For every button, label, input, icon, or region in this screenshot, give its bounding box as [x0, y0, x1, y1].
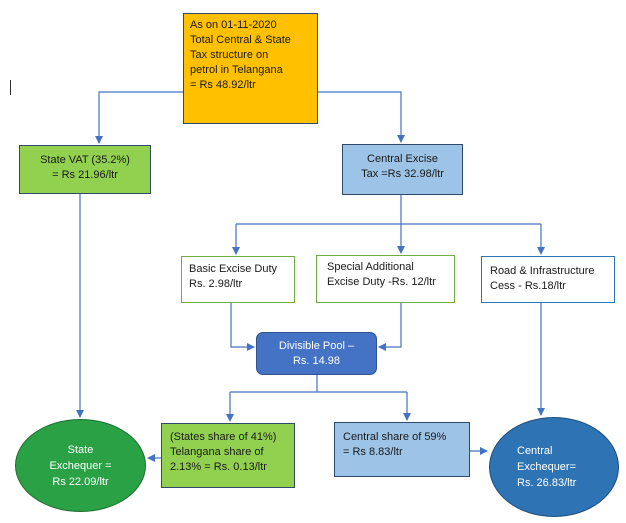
- central-excise-line: Central Excise: [367, 153, 438, 165]
- total-tax-line: Tax structure on: [190, 49, 269, 61]
- total-tax-line: As on 01-11-2020: [190, 19, 277, 31]
- basic-excise-duty-box: Basic Excise Duty Rs. 2.98/ltr: [181, 256, 295, 303]
- connector-top-to-excise: [318, 91, 405, 143]
- state-exchequer-line: Exchequer =: [49, 459, 112, 472]
- states-share-line: Telangana share of: [170, 446, 264, 458]
- central-excise-line: Tax =Rs 32.98/ltr: [361, 168, 444, 180]
- central-exchequer-line: Exchequer=: [517, 461, 577, 473]
- road-cess-line: Cess - Rs.18/ltr: [490, 280, 566, 292]
- basic-excise-line: Basic Excise Duty: [189, 263, 278, 275]
- total-tax-line: petrol in Telangana: [190, 64, 283, 76]
- total-tax-line: Total Central & State: [190, 34, 291, 46]
- special-excise-line: Excise Duty -Rs. 12/ltr: [327, 276, 436, 288]
- states-share-line: (States share of 41%): [170, 431, 277, 443]
- central-share-line: = Rs 8.83/ltr: [343, 446, 403, 458]
- state-exchequer-line: Rs 22.09/ltr: [52, 475, 109, 488]
- state-vat-line: State VAT (35.2%): [40, 154, 130, 166]
- state-exchequer-ellipse: State Exchequer = Rs 22.09/ltr: [15, 419, 146, 512]
- total-tax-line: = Rs 48.92/ltr: [190, 79, 256, 91]
- divisible-pool-box: Divisible Pool – Rs. 14.98: [256, 332, 377, 375]
- state-vat-box: State VAT (35.2%) = Rs 21.96/ltr: [19, 145, 151, 194]
- road-infrastructure-cess-box: Road & Infrastructure Cess - Rs.18/ltr: [481, 256, 615, 303]
- basic-excise-line: Rs. 2.98/ltr: [189, 278, 243, 290]
- connector-top-to-vat: [95, 91, 183, 144]
- central-exchequer-line: Central: [517, 445, 553, 457]
- state-vat-line: = Rs 21.96/ltr: [52, 169, 118, 181]
- divisible-pool-line: Rs. 14.98: [292, 355, 341, 367]
- central-share-box: Central share of 59% = Rs 8.83/ltr: [334, 422, 470, 477]
- total-tax-box: As on 01-11-2020 Total Central & State T…: [183, 13, 318, 124]
- divisible-pool-line: Divisible Pool –: [278, 340, 355, 352]
- state-exchequer-line: State: [67, 443, 94, 456]
- states-share-box: (States share of 41%) Telangana share of…: [161, 423, 295, 488]
- central-exchequer-ellipse: Central Exchequer= Rs. 26.83/ltr: [489, 417, 619, 517]
- central-excise-box: Central Excise Tax =Rs 32.98/ltr: [342, 144, 463, 195]
- central-share-line: Central share of 59%: [343, 431, 447, 443]
- central-exchequer-line: Rs. 26.83/ltr: [517, 477, 577, 489]
- road-cess-line: Road & Infrastructure: [490, 265, 595, 277]
- special-additional-excise-box: Special Additional Excise Duty -Rs. 12/l…: [316, 255, 455, 303]
- connector-special-to-pool: [378, 303, 402, 351]
- connector-basic-to-pool: [230, 303, 255, 351]
- states-share-line: 2.13% = Rs. 0.13/ltr: [170, 461, 267, 473]
- special-excise-line: Special Additional: [327, 261, 414, 273]
- text-cursor: [10, 80, 11, 95]
